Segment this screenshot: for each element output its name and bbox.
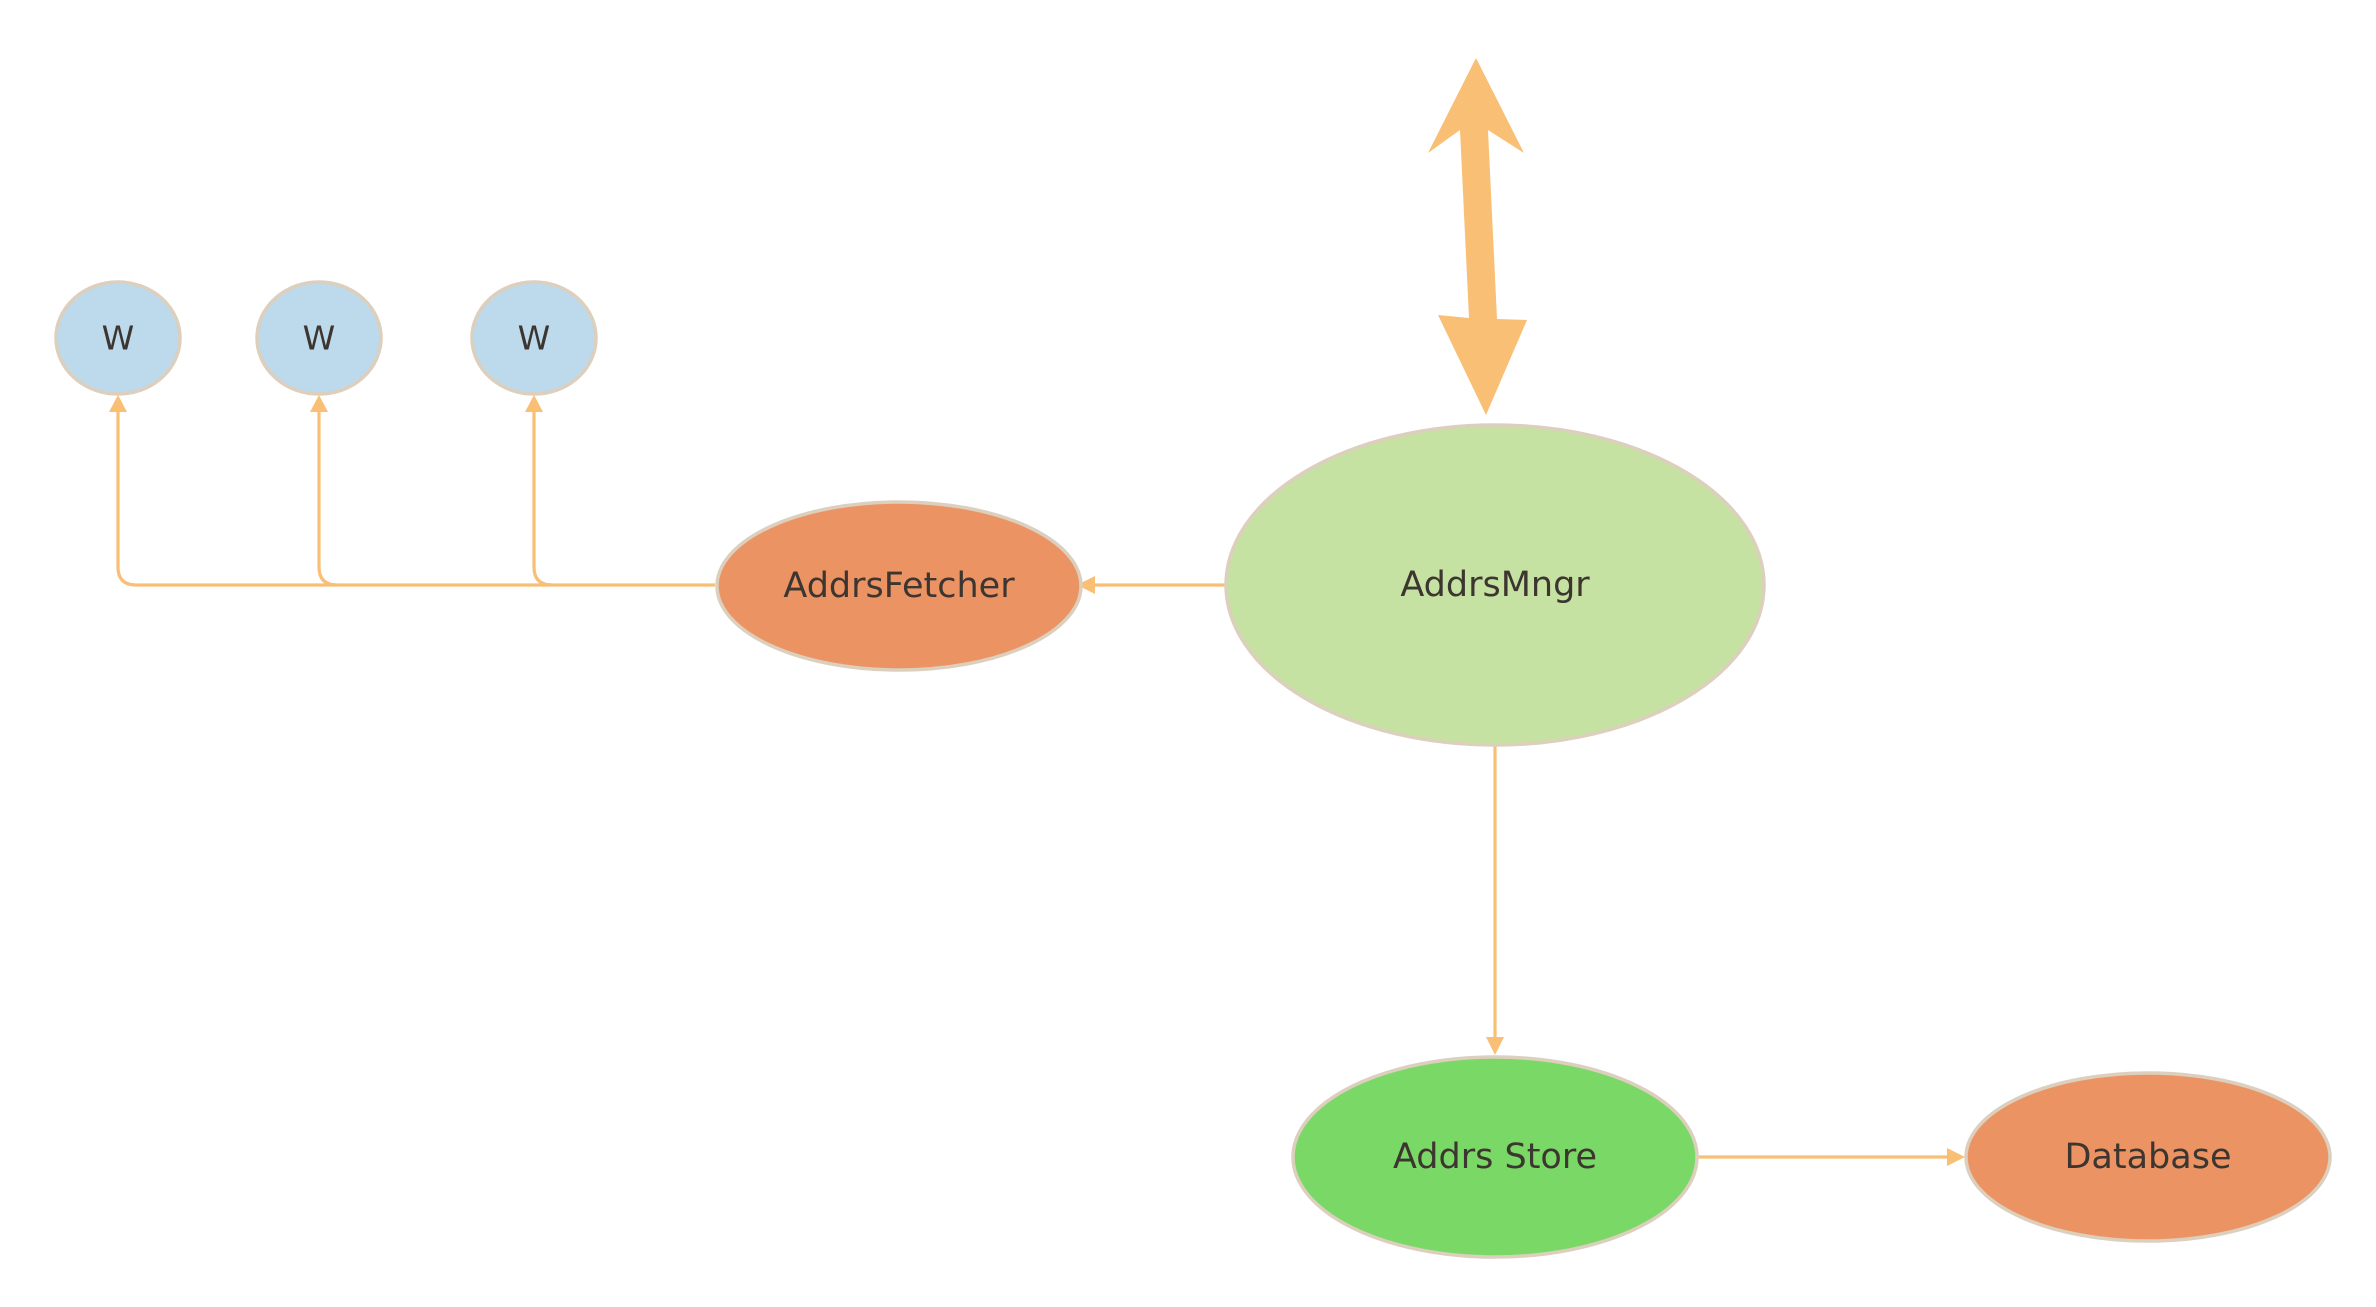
- edge-mngr-to-store: [1486, 745, 1504, 1055]
- addrs-store-node[interactable]: Addrs Store: [1291, 1055, 1699, 1259]
- worker-node-3[interactable]: W: [470, 280, 598, 396]
- worker-node-2[interactable]: W: [255, 280, 383, 396]
- addrs-mngr-node[interactable]: AddrsMngr: [1224, 423, 1766, 747]
- edge-mngr-to-fetcher: [1077, 576, 1225, 594]
- edge-fetcher-to-workers: [109, 395, 715, 587]
- database-label: Database: [2064, 1137, 2231, 1177]
- addrs-fetcher-node[interactable]: AddrsFetcher: [715, 500, 1083, 672]
- arrow-to-worker-3: [525, 395, 543, 412]
- worker-node-3-label: W: [518, 319, 551, 358]
- edge-store-to-database: [1697, 1148, 1965, 1166]
- arrow-to-worker-1: [109, 395, 127, 412]
- addrs-fetcher-label: AddrsFetcher: [783, 566, 1015, 606]
- addrs-mngr-label: AddrsMngr: [1400, 565, 1590, 605]
- arrow-to-worker-2: [310, 395, 328, 412]
- addrs-store-label: Addrs Store: [1393, 1137, 1597, 1177]
- nodes: W W W AddrsFetcher AddrsMngr Addrs Store: [54, 280, 2332, 1259]
- worker-node-1[interactable]: W: [54, 280, 182, 396]
- worker-node-1-label: W: [102, 319, 135, 358]
- worker-node-2-label: W: [303, 319, 336, 358]
- edges: [109, 58, 1965, 1166]
- external-bidirectional-arrow: [1428, 58, 1527, 415]
- database-node[interactable]: Database: [1964, 1071, 2332, 1243]
